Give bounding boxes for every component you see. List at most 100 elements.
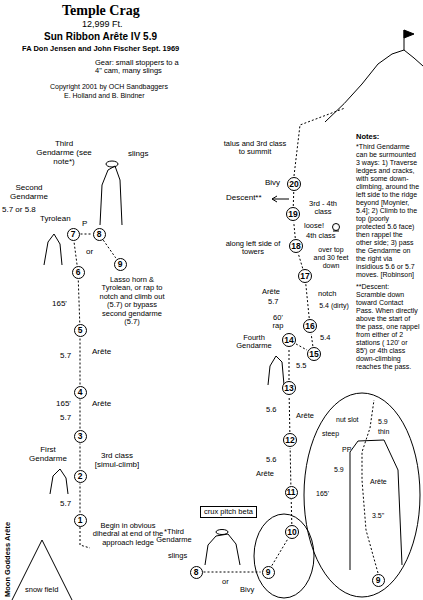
pitch-label: 19 (288, 210, 297, 219)
topo-title: Temple Crag (62, 3, 140, 19)
pitch-label: 9 (266, 568, 271, 577)
route-note: steep (322, 430, 339, 438)
pitch-label: 13 (284, 384, 293, 393)
route-note: **Descent: Scramble down toward Contact … (356, 283, 420, 371)
route-note: 5.6 (266, 406, 276, 414)
route-line (311, 334, 313, 346)
route-note: Bivy (265, 179, 280, 188)
route-note: 5.9 (378, 418, 388, 426)
route-note: Lasso horn & Tyrolean, or rap to notch a… (96, 276, 168, 326)
pitch-number: 20 (287, 177, 301, 191)
fourth-gendarme-tower (268, 356, 284, 385)
pitch-label: 9 (118, 260, 123, 269)
route-note: 165' (56, 400, 71, 409)
pitch-number: 3 (74, 430, 87, 443)
pitch-number: 14 (282, 333, 296, 347)
route-note: slings (168, 552, 187, 560)
second-gendarme-tower (44, 234, 62, 265)
pitch-label: 8 (97, 230, 102, 239)
descent-arrow (272, 199, 289, 200)
route-note: notch (318, 290, 336, 298)
route-line (291, 499, 293, 524)
route-line (78, 279, 79, 322)
route-note: *Third Gendarme (150, 528, 198, 545)
pitch-label: 9 (376, 576, 381, 585)
route-note: Arête (370, 478, 387, 486)
route-note: 60' rap (268, 314, 288, 331)
pitch-label: 15 (309, 350, 318, 359)
skull-icon (333, 226, 339, 231)
route-note: Sun Ribbon Arête IV 5.9 (44, 31, 157, 42)
route-line (290, 448, 292, 485)
route-note: 5.7 (60, 352, 71, 361)
pitch-label: 3 (78, 432, 83, 441)
pitch-number: 2 (74, 470, 87, 483)
snow-field-peak (12, 540, 72, 600)
route-note: loose! (304, 222, 324, 230)
detail-ellipse (254, 514, 314, 598)
route-note: E. Holland and B. Bindner (64, 92, 145, 100)
pitch-number: 10 (285, 525, 299, 539)
pitch-label: 1 (78, 516, 83, 525)
skull-icon (333, 224, 340, 231)
route-note: Notes: (356, 133, 379, 141)
inset-ellipse (304, 393, 420, 597)
pitch-label: 2 (78, 472, 83, 481)
first-gendarme-tower (50, 469, 68, 494)
route-note: Bivy (240, 586, 254, 594)
route-note: 5.4 (320, 334, 330, 342)
route-line (81, 234, 92, 235)
route-note: Third Gendarme (see note*) (36, 140, 92, 167)
route-note: 5.5 (296, 362, 306, 370)
route-note: 12,999 Ft. (82, 19, 123, 29)
route-note: or (86, 248, 93, 257)
pitch-number: 11 (285, 486, 298, 499)
route-note: 5.6 (266, 456, 276, 464)
route-note: 3rd class [simul-climb] (90, 452, 144, 470)
pitch-number: 16 (303, 319, 317, 333)
pitch-number: 4 (74, 386, 87, 399)
route-note: talus and 3rd class to summit (220, 140, 290, 157)
route-note: Copyright 2001 by OCH Sandbaggers (50, 83, 168, 91)
pitch-label: 12 (285, 436, 294, 445)
route-line (272, 539, 288, 566)
pitch-label: 6 (76, 268, 81, 277)
route-note: 5.7 (268, 298, 278, 306)
route-line (294, 222, 296, 238)
summit-flag (404, 30, 414, 38)
pitch-label: 11 (287, 488, 296, 497)
pitch-number: 12 (283, 433, 297, 447)
route-note: Arête (256, 470, 274, 478)
route-note: 4th class (306, 232, 336, 240)
pitch-label: 5 (78, 326, 83, 335)
route-note: or (222, 578, 229, 586)
route-note: 5.7 or 5.8 (2, 206, 36, 215)
route-note: Moon Goddess Arête (4, 522, 12, 597)
route-note: Arête (262, 288, 280, 296)
crux-pillar (350, 440, 402, 570)
beta-label: crux pitch beta (204, 508, 253, 516)
route-line (80, 400, 81, 429)
pitch-number: 8 (190, 566, 203, 579)
descent-arrowhead (272, 196, 277, 202)
route-note: 5.7 (60, 500, 71, 509)
route-line (74, 241, 77, 264)
route-note: 3.5" (372, 512, 384, 520)
route-line (80, 484, 81, 513)
pitch-label: 10 (287, 528, 296, 537)
pitch-number: 9 (114, 258, 127, 271)
pitch-number: 1 (74, 514, 87, 527)
route-note: Second Gendarme (6, 184, 52, 202)
sling-loop (216, 530, 228, 535)
route-note: P (82, 220, 87, 229)
route-note: 165' (316, 490, 329, 498)
route-line (306, 284, 309, 318)
route-line (296, 344, 307, 350)
route-note: nut slot (336, 416, 359, 424)
route-line (80, 444, 81, 469)
crux-route (362, 400, 378, 573)
route-note: thin (378, 428, 389, 436)
pitch-label: 16 (305, 322, 314, 331)
route-note: *Third Gendarme can be surmounted 3 ways… (356, 143, 420, 278)
